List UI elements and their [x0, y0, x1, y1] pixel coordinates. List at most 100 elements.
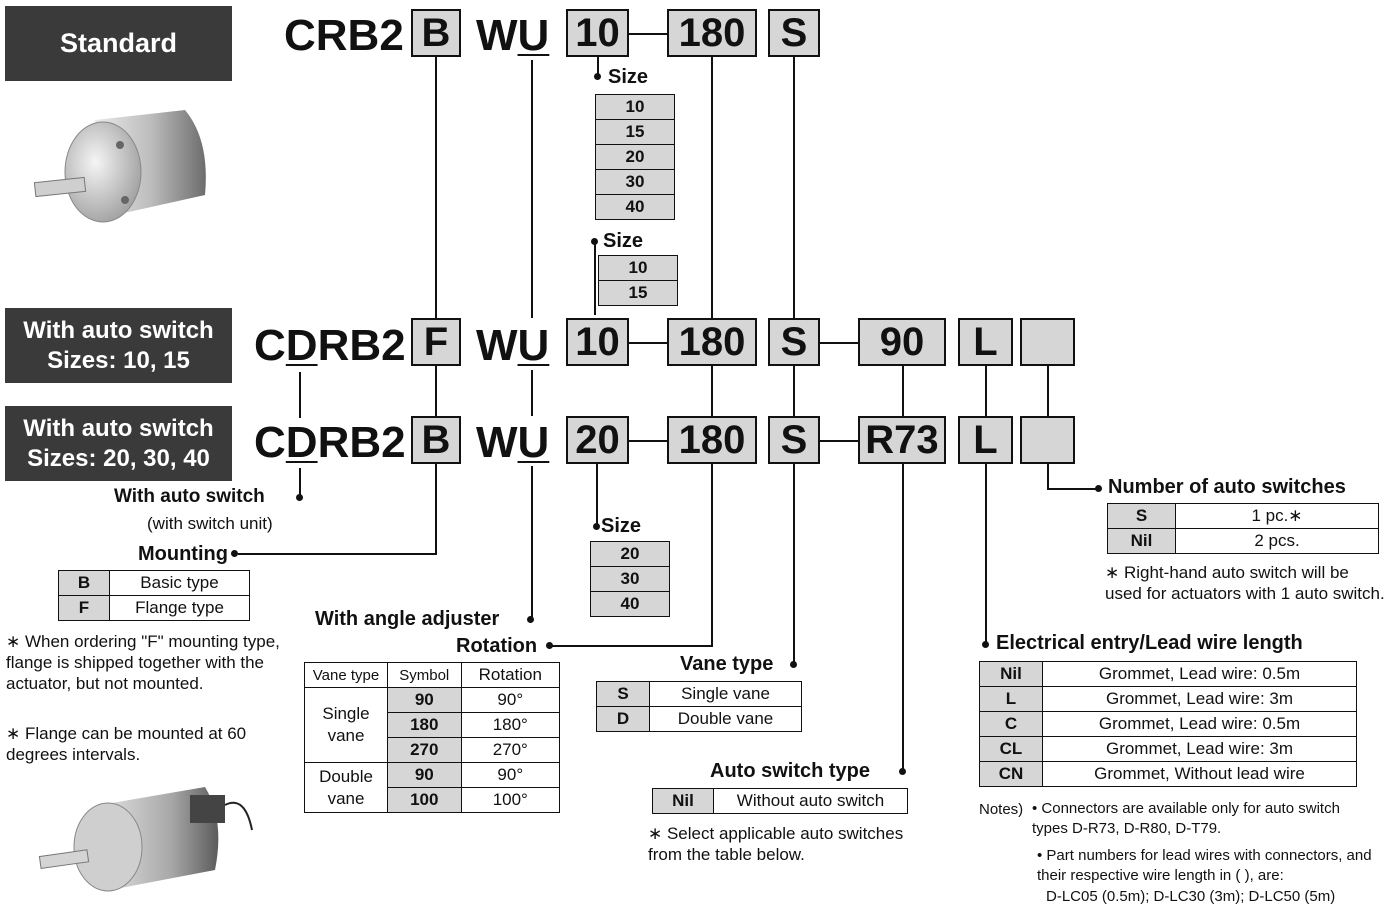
angle-adjuster-title: With angle adjuster	[315, 608, 500, 630]
electrical-value: Grommet, Without lead wire	[1042, 761, 1357, 787]
size1-value: 10	[595, 94, 675, 120]
number-switches-key: Nil	[1107, 528, 1176, 554]
size1-row: 20	[595, 144, 675, 170]
code-lead-auto-small: L	[958, 318, 1013, 366]
size1-value: 20	[595, 144, 675, 170]
code-vane-standard: S	[768, 9, 820, 57]
electrical-key: L	[979, 686, 1043, 712]
size2-line	[594, 241, 596, 315]
auto-switch-type-title: Auto switch type	[710, 760, 871, 782]
electrical-dot	[982, 641, 989, 648]
rotation-dot	[546, 642, 553, 649]
size1-row: 30	[595, 169, 675, 195]
mounting-key: B	[58, 570, 110, 596]
rotation-title: Rotation	[456, 635, 538, 657]
electrical-key: CN	[979, 761, 1043, 787]
electrical-value: Grommet, Lead wire: 0.5m	[1042, 711, 1357, 737]
size3-title: Size	[601, 515, 642, 537]
connector-line	[1047, 366, 1049, 416]
size3-row: 20	[590, 541, 670, 567]
code-rotation-auto-small: 180	[667, 318, 757, 366]
code-wu-u: U	[517, 11, 550, 60]
connector-line	[711, 366, 713, 416]
code-size-auto-large: 20	[566, 416, 629, 464]
code-wu-u: U	[517, 418, 550, 467]
vane-type-dot	[790, 661, 797, 668]
code-number-auto-small	[1020, 318, 1075, 366]
auto-switch-type-key: Nil	[652, 788, 714, 814]
electrical-note-1: • Connectors are available only for auto…	[1032, 800, 1340, 837]
code-prefix-c: C	[254, 321, 286, 370]
connector-line	[299, 372, 301, 418]
size2-row: 15	[598, 280, 678, 306]
vane-type-value: Single vane	[649, 681, 802, 707]
size2-table: 10 15	[598, 255, 678, 306]
rotation-header: Rotation	[460, 662, 561, 688]
rotation-row: Double vane 90 90°	[304, 762, 561, 813]
size1-title: Size	[608, 66, 649, 88]
size3-dot	[593, 523, 600, 530]
electrical-key: C	[979, 711, 1043, 737]
code-number-auto-large	[1020, 416, 1075, 464]
rotation-vane-single: Single vane	[304, 687, 388, 763]
number-switches-dot	[1095, 485, 1102, 492]
rotation-row: Single vane 90 90°	[304, 687, 561, 763]
connector-line	[793, 464, 795, 664]
code-vane-auto-small: S	[768, 318, 820, 366]
connector-line	[985, 366, 987, 416]
electrical-note-2: • Part numbers for lead wires with conne…	[1037, 847, 1372, 884]
size2-title: Size	[603, 230, 644, 252]
code-wu-u: U	[517, 321, 550, 370]
connector-line	[902, 366, 904, 416]
standard-label: Standard	[5, 6, 232, 81]
rotation-symbol: 270	[387, 737, 462, 763]
code-switch-auto-large: R73	[858, 416, 946, 464]
electrical-title: Electrical entry/Lead wire length	[996, 632, 1303, 654]
code-lead-auto-large: L	[958, 416, 1013, 464]
rotation-value: 180°	[460, 712, 561, 738]
connector-line	[531, 370, 533, 416]
dash-line	[820, 342, 858, 344]
number-switches-key: S	[1107, 503, 1176, 529]
connector-line	[1047, 464, 1049, 489]
with-auto-switch-sub: (with switch unit)	[147, 514, 273, 533]
code-mount-auto-small: F	[411, 318, 461, 366]
size3-row: 40	[590, 591, 670, 617]
code-prefix-standard: CRB2	[284, 11, 404, 60]
connector-line	[711, 57, 713, 318]
connector-line	[435, 464, 437, 554]
connector-line	[531, 60, 533, 318]
code-wu-auto-small: WU	[476, 324, 549, 368]
auto-switch-label-small: With auto switch Sizes: 10, 15	[5, 308, 232, 383]
rotation-value: 90°	[460, 762, 561, 788]
connector-line	[793, 366, 795, 416]
rotation-value: 270°	[460, 737, 561, 763]
size3-value: 20	[590, 541, 670, 567]
number-switches-note: ∗ Right-hand auto switch will be used fo…	[1105, 563, 1385, 603]
size2-value: 10	[598, 255, 678, 281]
mounting-value: Basic type	[109, 570, 250, 596]
electrical-notes-label: Notes)	[979, 801, 1024, 818]
connector-line	[238, 553, 437, 555]
size1-value: 30	[595, 169, 675, 195]
auto-switch-label-large: With auto switch Sizes: 20, 30, 40	[5, 406, 232, 481]
code-wu-w: W	[476, 11, 518, 60]
number-switches-value: 2 pcs.	[1175, 528, 1379, 554]
rotation-header-row: Vane type Symbol Rotation	[304, 662, 561, 688]
auto-switch-type-note: ∗ Select applicable auto switches from t…	[648, 824, 904, 864]
electrical-key: CL	[979, 736, 1043, 762]
number-switches-title: Number of auto switches	[1108, 476, 1346, 498]
dash-line	[629, 33, 667, 35]
rotation-vane-double: Double vane	[304, 762, 388, 813]
rotation-row: 270 270°	[305, 737, 561, 763]
code-prefix-auto-large: CDRB2	[254, 421, 406, 465]
connector-line	[793, 57, 795, 318]
code-wu-auto-large: WU	[476, 421, 549, 465]
rotation-symbol: 90	[387, 762, 462, 788]
